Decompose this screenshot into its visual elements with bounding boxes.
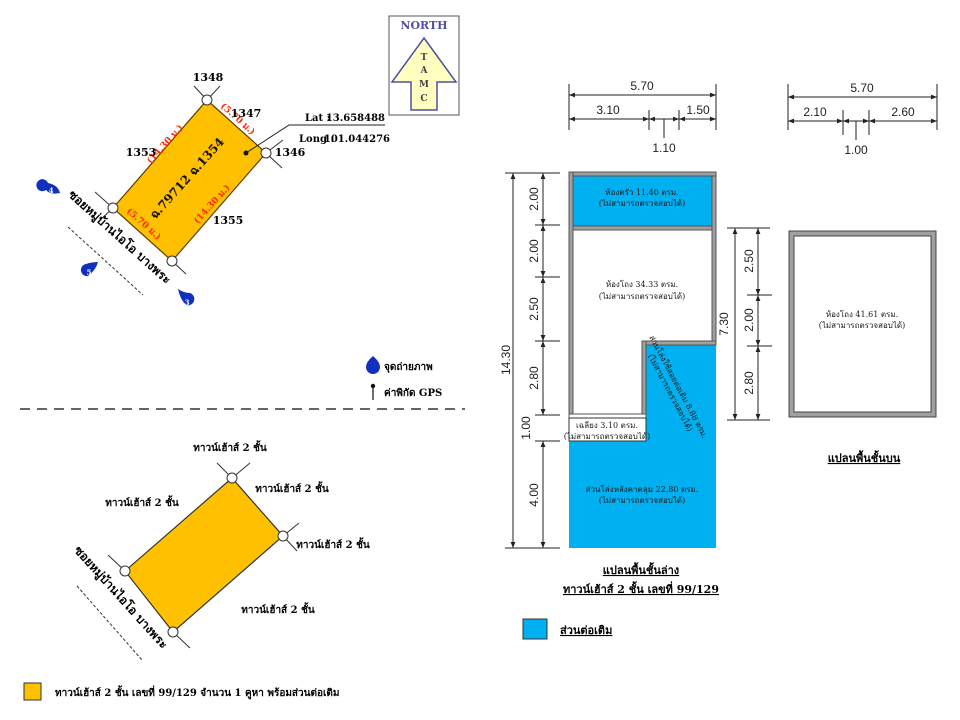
- dim-right-seg: 2.50: [742, 249, 756, 273]
- north-letter: C: [420, 94, 427, 104]
- dim-upper-mid: 1.00: [844, 143, 868, 157]
- svg-text:5: 5: [87, 268, 92, 277]
- corner-marker: [260, 147, 272, 159]
- photo-pin-icon: [178, 289, 195, 306]
- photo-point: 5: [80, 262, 98, 277]
- upper-floor-plan: 5.70 2.10 1.00 2.60 ห้องโถง 41.61 ตรม. (…: [787, 81, 938, 465]
- dim-top-mid: 1.10: [652, 141, 676, 155]
- legend-building-label: ทาวน์เฮ้าส์ 2 ชั้น เลขที่ 99/129 จำนวน 1…: [55, 685, 339, 700]
- room-note: (ไม่สามารถตรวจสอบได้): [819, 321, 905, 330]
- legend-gps: ค่าพิกัด GPS: [384, 387, 442, 399]
- photo-pin-icon: [80, 262, 98, 277]
- room-upper-hall: ห้องโถง 41.61 ตรม.: [826, 309, 898, 319]
- dim-top-total: 5.70: [630, 79, 654, 93]
- corner-marker: [119, 565, 131, 577]
- ground-floor-subcaption: ทาวน์เฮ้าส์ 2 ชั้น เลขที่ 99/129: [563, 581, 719, 596]
- dim-upper-total: 5.70: [850, 81, 874, 95]
- neighbor-label: ทาวน์เฮ้าส์ 2 ชั้น: [105, 495, 179, 509]
- dim-left-seg: 2.50: [527, 297, 541, 321]
- ground-floor-plan: 5.70 3.10 1.10 1.50 14.30 2.00 2.00 2.50…: [499, 79, 772, 596]
- dim-upper-right: 2.60: [891, 105, 915, 119]
- neighbor-label: ทาวน์เฮ้าส์ 2 ชั้น: [193, 440, 267, 454]
- corner-marker: [167, 626, 179, 638]
- north-label: NORTH: [400, 19, 447, 32]
- north-letter: M: [419, 80, 429, 90]
- neighbor-lot: 1353: [126, 146, 157, 159]
- neighbor-lot: 1346: [275, 146, 306, 159]
- dim-top-left: 3.10: [596, 103, 620, 117]
- north-arrow-icon: [390, 36, 458, 111]
- road-line: [67, 226, 144, 296]
- room-note: (ไม่สามารถตรวจสอบได้): [599, 292, 685, 301]
- neighbor-lot: 1348: [193, 71, 224, 84]
- site-plan: ฉ.79712 ฉ.1354 (5.70 ม.) (14.30 ม.) (5.7…: [36, 71, 390, 307]
- kitchen-extension: [569, 173, 716, 226]
- neighbor-lot: 1347: [231, 107, 262, 120]
- room-note: (ไม่สามารถตรวจสอบได้): [599, 199, 685, 208]
- dim-left-seg: 2.00: [527, 239, 541, 263]
- dim-left-seg: 2.80: [527, 366, 541, 390]
- room-porch: เฉลียง 3.10 ตรม.: [576, 421, 638, 430]
- corner-marker: [226, 472, 238, 484]
- north-letter: A: [420, 66, 429, 76]
- dim-top-right: 1.50: [686, 103, 710, 117]
- corner-marker: [277, 530, 289, 542]
- dim-left-seg: 1.00: [519, 416, 533, 440]
- room-kitchen: ห้องครัว 11.40 ตรม.: [605, 188, 678, 197]
- svg-text:4: 4: [49, 186, 54, 195]
- corner-marker: [166, 255, 178, 267]
- legend-extension-label: ส่วนต่อเติม: [560, 624, 612, 637]
- north-arrow: NORTH T A M C: [388, 15, 460, 116]
- photo-point: 3: [178, 289, 195, 307]
- dim-right-seg: 2.00: [742, 308, 756, 332]
- dim-left-seg: 2.00: [527, 187, 541, 211]
- legend-building: ทาวน์เฮ้าส์ 2 ชั้น เลขที่ 99/129 จำนวน 1…: [23, 682, 339, 701]
- neighbor-lot: 1355: [213, 214, 244, 227]
- dim-left-seg: 4.00: [527, 483, 541, 507]
- building-swatch: [23, 682, 42, 701]
- room-carport: ส่วนโล่งหลังคาคลุม 22.80 ตรม.: [586, 484, 699, 494]
- photo-point-icon: [366, 356, 380, 374]
- dim-right-seg: 2.80: [742, 371, 756, 395]
- gps-leader-line: [245, 124, 385, 154]
- road-line: [76, 585, 143, 661]
- svg-text:3: 3: [185, 298, 190, 307]
- neighbor-label: ทาวน์เฮ้าส์ 2 ชั้น: [296, 537, 370, 551]
- dim-upper-left: 2.10: [803, 105, 827, 119]
- corner-marker: [201, 94, 213, 106]
- north-letter: T: [421, 53, 428, 63]
- gps-lat-value: 13.658488: [326, 113, 385, 124]
- dim-left-total: 14.30: [499, 345, 513, 375]
- extension-swatch: [522, 618, 548, 640]
- upper-floor-room: [793, 235, 932, 413]
- dim-right-total: 7.30: [717, 312, 731, 336]
- legend-top: จุดถ่ายภาพ ค่าพิกัด GPS: [366, 356, 442, 400]
- ground-floor-caption: แปลนพื้นชั้นล่าง: [603, 562, 679, 577]
- legend-extension: ส่วนต่อเติม: [522, 618, 612, 640]
- room-living: ห้องโถง 34.33 ตรม.: [606, 279, 678, 289]
- gps-long-value: 101.044276: [324, 134, 390, 145]
- photo-point: 4: [36, 179, 60, 195]
- room-note: (ไม่สามารถตรวจสอบได้): [564, 432, 650, 441]
- corner-marker: [107, 202, 119, 214]
- neighbor-plan: ทาวน์เฮ้าส์ 2 ชั้น ทาวน์เฮ้าส์ 2 ชั้น ทา…: [71, 440, 370, 661]
- photo-pin-icon: [36, 179, 60, 194]
- gps-lat-label: Lat :: [305, 113, 330, 124]
- upper-floor-caption: แปลนพื้นชั้นบน: [828, 450, 901, 465]
- gps-long-label: Long :: [299, 134, 334, 145]
- side-extension: [569, 341, 716, 548]
- room-note: (ไม่สามารถตรวจสอบได้): [599, 496, 685, 505]
- neighbor-label: ทาวน์เฮ้าส์ 2 ชั้น: [255, 481, 329, 495]
- neighbor-label: ทาวน์เฮ้าส์ 2 ชั้น: [241, 602, 315, 616]
- legend-photo-point: จุดถ่ายภาพ: [384, 361, 433, 373]
